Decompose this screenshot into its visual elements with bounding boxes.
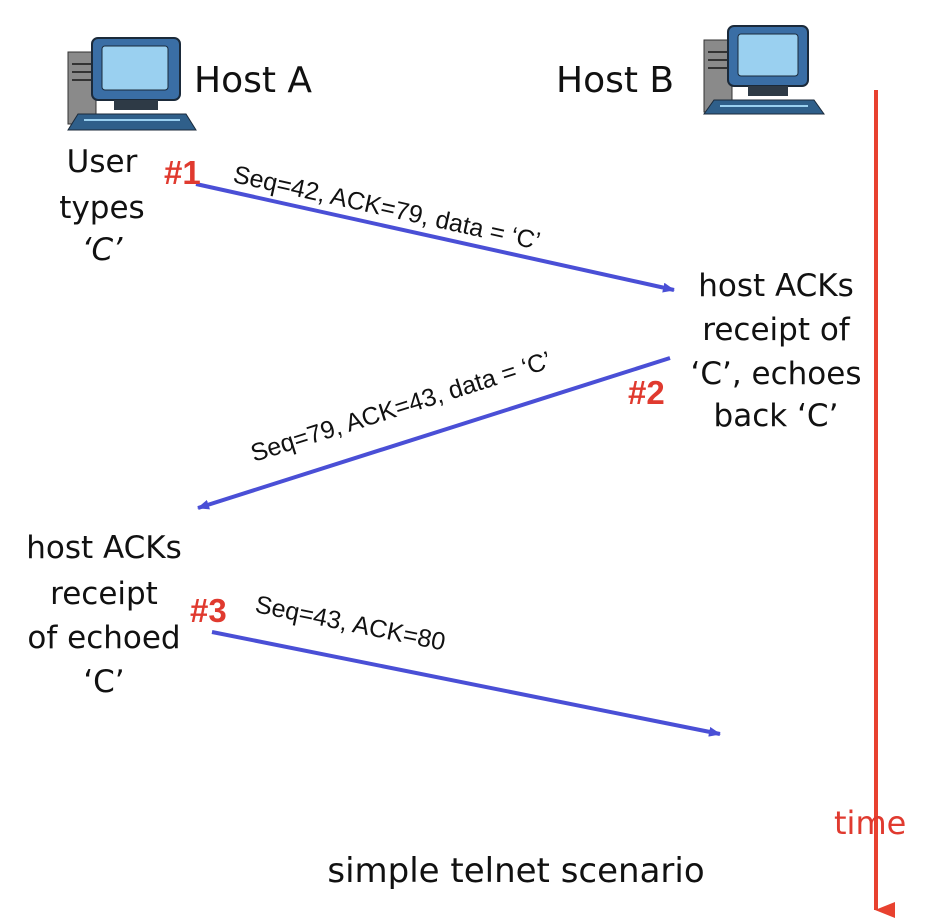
note-user-types-line-2: types	[59, 190, 144, 226]
host-a-label: Host A	[194, 60, 312, 101]
message-3-step: #3	[190, 592, 227, 629]
note-user-types: User types ‘C’	[59, 144, 144, 268]
message-1-label: Seq=42, ACK=79, data = ‘C’	[231, 161, 543, 256]
note-host-a-ack-line-1: host ACKs	[26, 530, 182, 566]
host-a-computer-icon	[67, 37, 197, 131]
note-host-a-ack-line-4: ‘C’	[83, 664, 124, 700]
message-1-arrow	[195, 182, 675, 293]
note-host-b-ack-line-1: host ACKs	[698, 268, 854, 304]
note-host-a-ack-line-2: receipt	[50, 576, 158, 612]
note-user-types-line-3: ‘C’	[82, 232, 124, 268]
message-2-arrow	[197, 356, 671, 510]
note-host-a-ack: host ACKs receipt of echoed ‘C’	[26, 530, 182, 700]
host-b-label: Host B	[556, 60, 674, 101]
note-user-types-line-1: User	[67, 144, 138, 180]
message-3: #3 Seq=43, ACK=80	[190, 590, 721, 737]
note-host-b-ack-line-3: ‘C’, echoes	[690, 356, 861, 392]
note-host-b-ack-line-4: back ‘C’	[714, 398, 839, 434]
time-label: time	[834, 804, 906, 842]
host-b-computer-icon	[703, 25, 825, 115]
note-host-b-ack: host ACKs receipt of ‘C’, echoes back ‘C…	[690, 268, 861, 434]
message-1: #1 Seq=42, ACK=79, data = ‘C’	[164, 154, 675, 293]
message-3-arrow	[211, 630, 721, 737]
diagram-caption: simple telnet scenario	[327, 851, 704, 891]
message-2-step: #2	[628, 374, 665, 411]
message-1-step: #1	[164, 154, 201, 191]
message-2-label: Seq=79, ACK=43, data = ‘C’	[247, 346, 554, 467]
note-host-a-ack-line-3: of echoed	[27, 620, 180, 656]
message-2: #2 Seq=79, ACK=43, data = ‘C’	[197, 346, 671, 510]
note-host-b-ack-line-2: receipt of	[702, 312, 851, 348]
